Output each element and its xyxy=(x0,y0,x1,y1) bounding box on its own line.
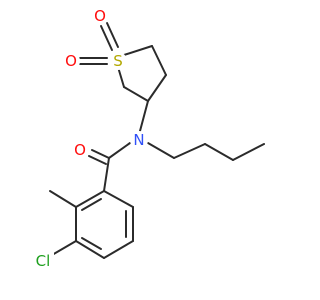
bond-s-o1-b xyxy=(106,22,119,48)
bond-ar3-cl xyxy=(51,240,77,256)
bond-group xyxy=(49,22,265,259)
atom-o2-label: O xyxy=(65,52,77,70)
atom-s-label: S xyxy=(113,52,123,70)
bond-n-cco xyxy=(108,142,131,159)
molecule-canvas: O O S N O Cl xyxy=(32,7,265,270)
bond-cco-o3-b xyxy=(88,155,107,165)
bond-cb2-cb3 xyxy=(204,143,234,161)
atom-cl-label: Cl xyxy=(36,252,51,270)
bond-cb1-cb2 xyxy=(173,143,206,159)
bond-cb3-cb4 xyxy=(232,143,265,161)
bond-n-cb1 xyxy=(147,142,175,159)
bond-ar3-ar4 xyxy=(75,240,105,259)
bond-c2-c3 xyxy=(151,45,167,76)
bond-ar1-ar2-inner xyxy=(81,198,102,211)
atom-o1-label: O xyxy=(94,7,106,25)
bond-c5-s xyxy=(117,66,125,88)
bond-cco-o3-a xyxy=(91,149,110,159)
bond-c3-c4 xyxy=(147,74,167,102)
bond-s-c2 xyxy=(123,45,153,56)
bond-cco-ar1 xyxy=(103,157,110,192)
atom-s: S xyxy=(109,52,127,70)
bond-ar6-ar1 xyxy=(103,190,134,208)
atom-n-label: N xyxy=(133,131,144,149)
bond-s-o1-a xyxy=(100,25,113,51)
bond-ar1-ar2 xyxy=(75,190,105,208)
atom-o3-label: O xyxy=(74,141,86,159)
atom-cl: Cl xyxy=(32,252,54,270)
bond-c4-c5 xyxy=(123,86,149,102)
molecule-structure: O O S N O Cl xyxy=(32,7,265,270)
atom-o2: O xyxy=(62,52,80,70)
bond-c4-n xyxy=(139,100,149,132)
atom-n: N xyxy=(130,131,148,149)
atom-label-group: O O S N O Cl xyxy=(32,7,148,270)
bond-ar2-me xyxy=(49,190,77,208)
bond-ar4-ar5 xyxy=(103,240,134,259)
atom-o3: O xyxy=(71,141,89,159)
bond-ar3-ar4-inner xyxy=(81,237,102,250)
atom-o1: O xyxy=(91,7,109,25)
